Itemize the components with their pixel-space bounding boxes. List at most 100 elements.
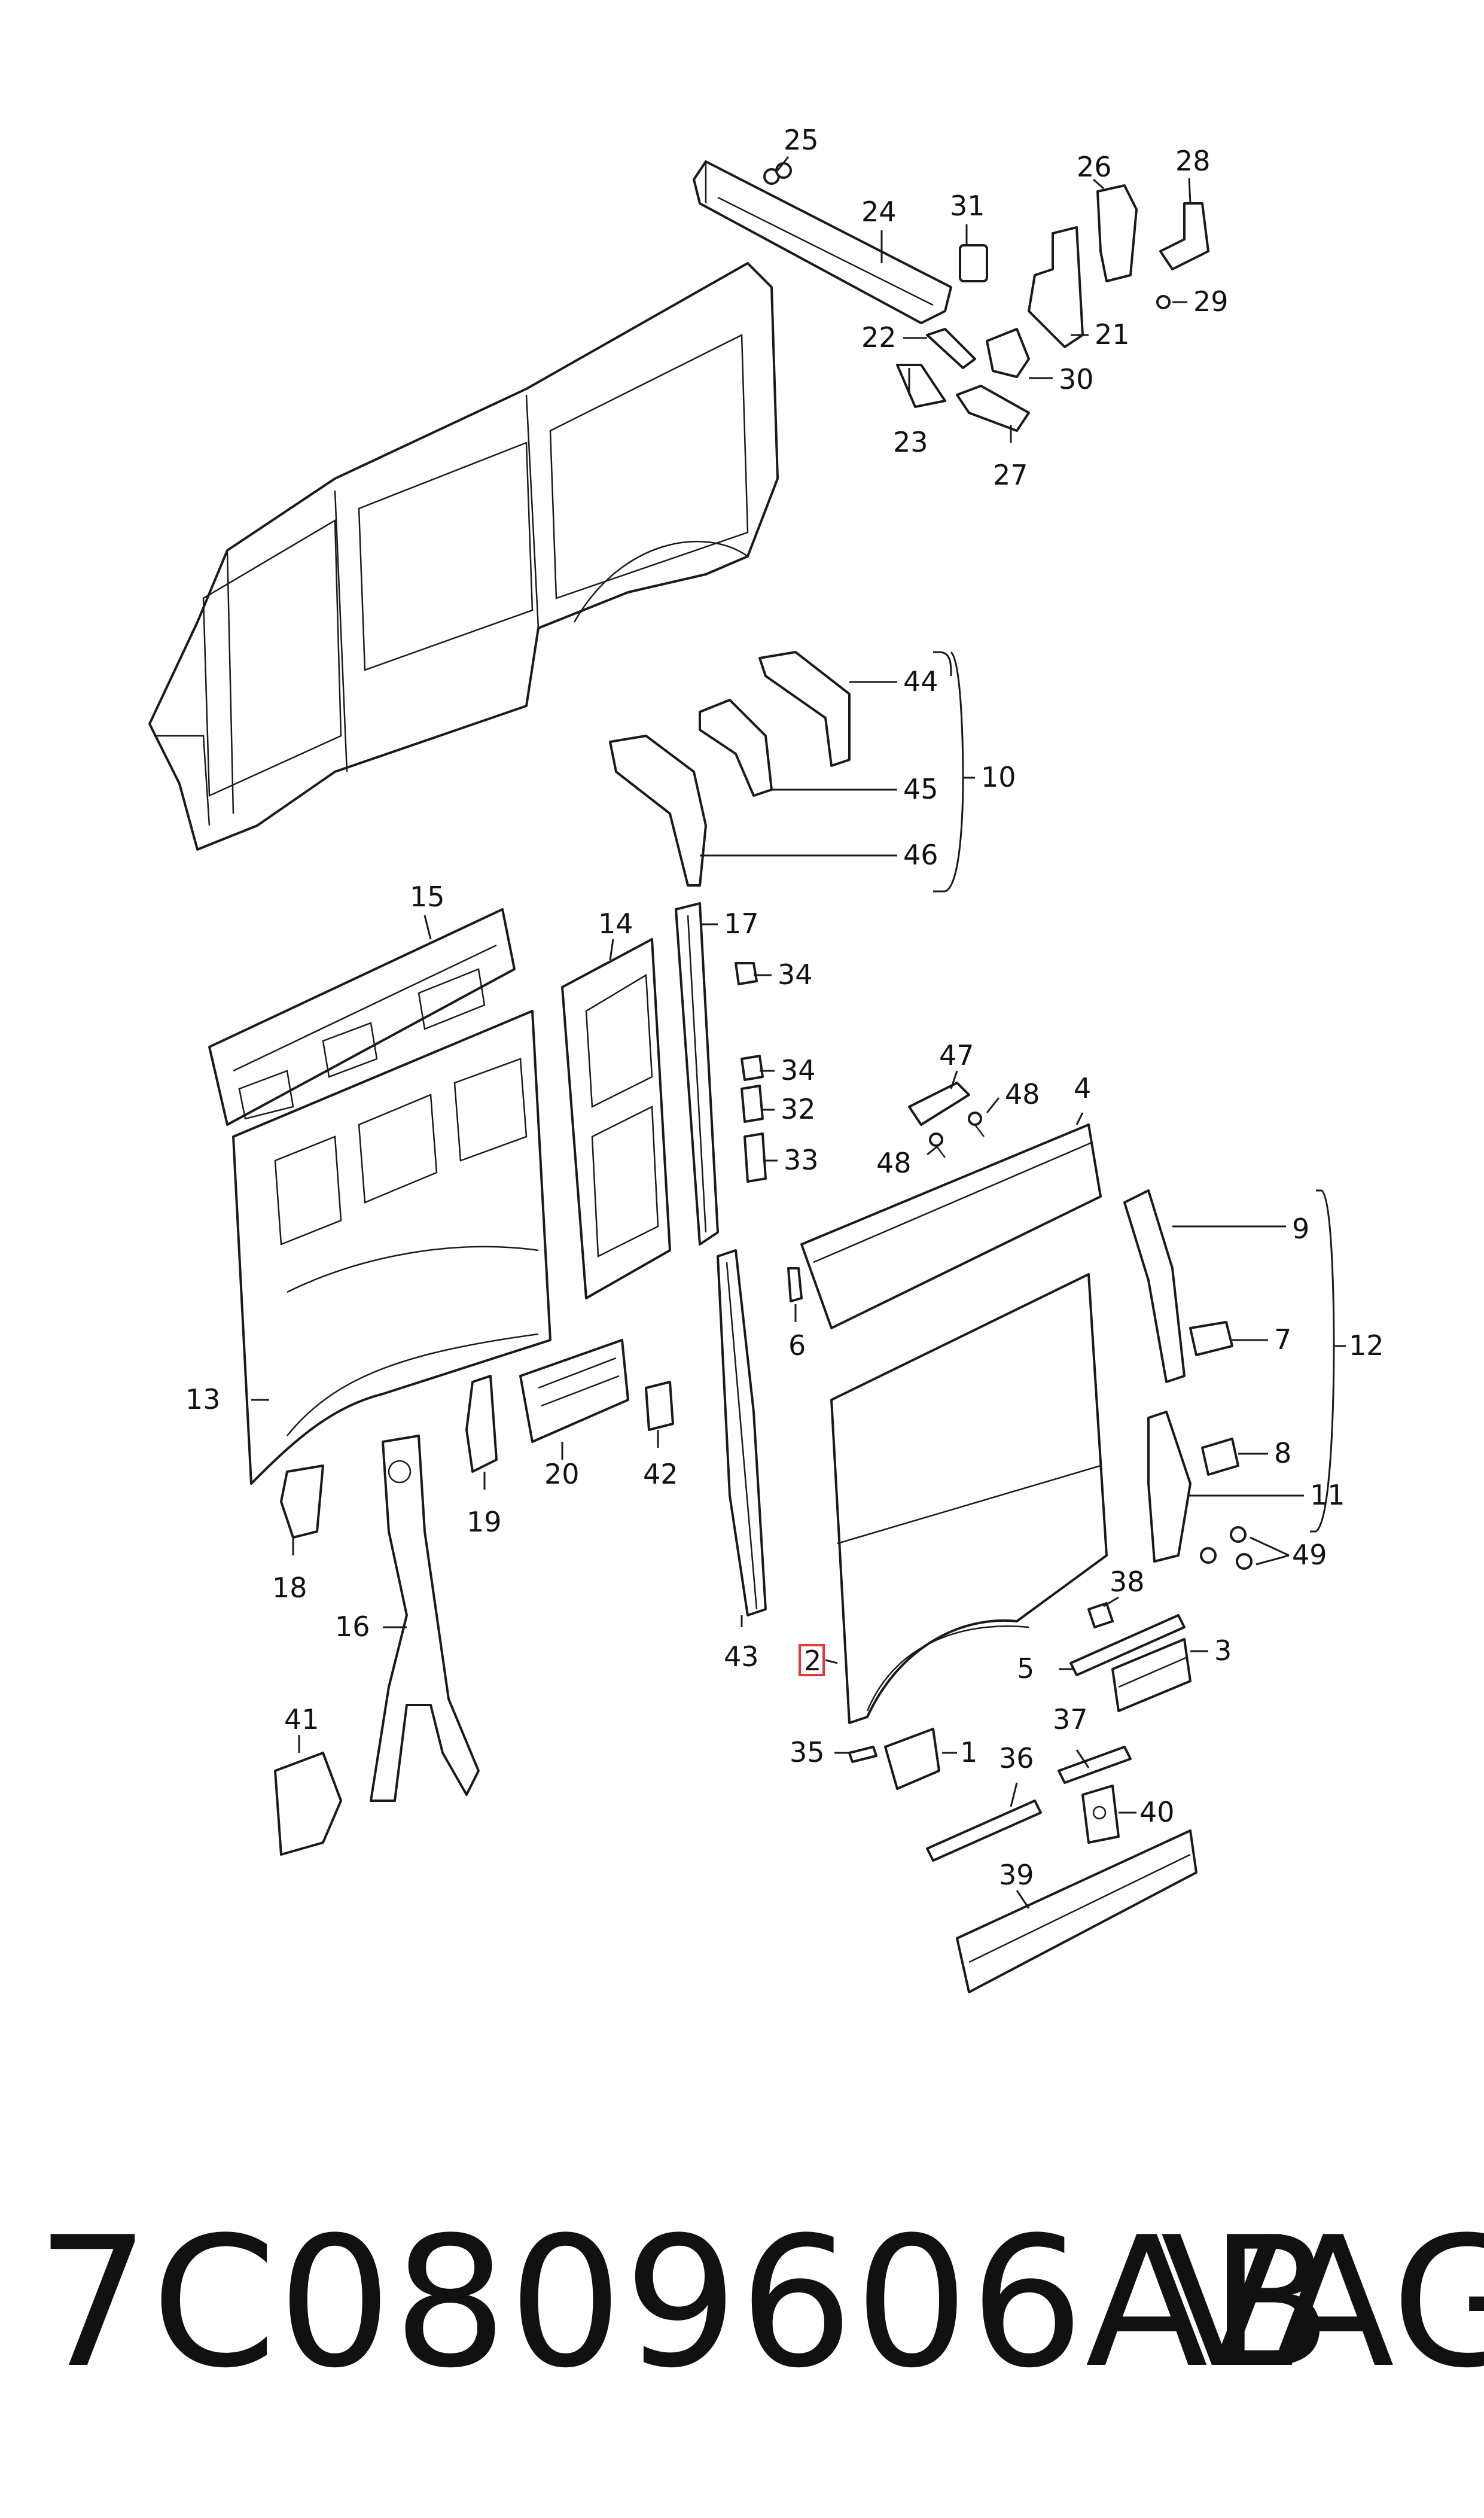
- bracket-38: [1087, 1602, 1114, 1628]
- inner-panel-13: [232, 1010, 551, 1485]
- callout-34a: 34: [778, 958, 813, 991]
- bracket-7: [1189, 1321, 1233, 1356]
- callout-43: 43: [724, 1640, 759, 1673]
- callout-34b: 34: [781, 1054, 816, 1086]
- callout-27: 27: [993, 459, 1028, 491]
- callout-21: 21: [1095, 318, 1130, 351]
- bracket-41: [274, 1752, 342, 1856]
- trim-44: [758, 651, 851, 767]
- callout-48b: 48: [876, 1147, 912, 1179]
- rail-5: [1069, 1614, 1186, 1676]
- callout-44: 44: [903, 665, 938, 698]
- callout-6: 6: [788, 1329, 806, 1362]
- bracket-28: [1159, 202, 1209, 270]
- header-panel-15: [208, 908, 516, 1126]
- callout-41: 41: [284, 1703, 319, 1735]
- support-16: [370, 1435, 480, 1802]
- bracket-26: [1096, 184, 1138, 282]
- bracket-8: [1201, 1438, 1239, 1476]
- side-panel-2: [830, 1273, 1108, 1724]
- highlight-box: [799, 1644, 825, 1676]
- part-number: 7C0809606AB: [36, 2199, 1334, 2407]
- callout-15: 15: [410, 881, 445, 913]
- callout-1: 1: [960, 1736, 977, 1768]
- callout-23: 23: [893, 426, 928, 458]
- callout-20: 20: [544, 1458, 580, 1490]
- callout-48a: 48: [1005, 1078, 1040, 1110]
- callout-30: 30: [1059, 363, 1094, 395]
- callout-2: 2: [804, 1645, 821, 1677]
- callout-32: 32: [781, 1093, 816, 1125]
- callout-47: 47: [939, 1039, 974, 1071]
- pillar-46: [609, 735, 707, 887]
- bracket-40: [1081, 1785, 1120, 1844]
- callout-5: 5: [1017, 1652, 1034, 1685]
- callout-17: 17: [724, 908, 759, 940]
- bolts-49: [1200, 1526, 1253, 1570]
- trim-45: [699, 699, 773, 797]
- callout-45: 45: [903, 773, 938, 805]
- van-side-body: [148, 262, 779, 851]
- callout-11: 11: [1310, 1479, 1345, 1511]
- bracket-42: [645, 1381, 674, 1431]
- callout-33: 33: [784, 1144, 819, 1176]
- bracket-27: [956, 385, 1030, 432]
- callout-37: 37: [1053, 1703, 1088, 1735]
- bracket-33: [743, 1132, 767, 1183]
- bolt-25: [763, 162, 792, 185]
- parts-diagram: 25 24 31 26 28 29 21 22 30 23 27 44 45 4…: [148, 124, 1384, 1993]
- vent-20: [519, 1339, 629, 1443]
- pillar-21: [1028, 226, 1084, 348]
- clip-48b: [929, 1132, 946, 1158]
- callout-42: 42: [643, 1458, 678, 1490]
- sill-39: [956, 1829, 1197, 1993]
- group-brackets: [933, 651, 1322, 1533]
- bracket-30: [986, 328, 1030, 378]
- callout-28: 28: [1175, 145, 1211, 177]
- pillar-17: [675, 902, 719, 1246]
- bracket-34b: [741, 1055, 764, 1081]
- callout-39: 39: [999, 1859, 1034, 1891]
- clip-48a: [968, 1112, 985, 1137]
- callout-9: 9: [1292, 1213, 1309, 1245]
- bracket-47: [908, 1082, 970, 1126]
- callout-8: 8: [1274, 1437, 1291, 1469]
- roof-rail-24: [693, 160, 952, 324]
- bracket-19: [465, 1375, 498, 1473]
- sill-3: [1111, 1638, 1192, 1712]
- callout-14: 14: [598, 908, 633, 940]
- bracket-22: [926, 328, 976, 369]
- callout-10: 10: [981, 761, 1016, 793]
- callout-18: 18: [272, 1572, 307, 1604]
- callout-25: 25: [784, 124, 819, 156]
- callout-12: 12: [1349, 1329, 1384, 1362]
- upper-panel-4: [800, 1123, 1102, 1329]
- callout-49: 49: [1292, 1539, 1327, 1571]
- callout-13: 13: [185, 1383, 221, 1415]
- callout-24: 24: [861, 196, 897, 228]
- rail-37: [1058, 1746, 1132, 1784]
- leader-lines: [251, 156, 1346, 1909]
- callout-26: 26: [1077, 151, 1112, 183]
- callout-4: 4: [1074, 1072, 1091, 1104]
- bracket-31: [959, 244, 988, 282]
- callout-7: 7: [1274, 1323, 1291, 1356]
- rail-36: [926, 1800, 1042, 1862]
- callout-16: 16: [335, 1610, 370, 1643]
- pillar-9: [1123, 1189, 1186, 1383]
- door-frame-14: [561, 938, 671, 1299]
- brand-label: VAG: [1160, 2199, 1484, 2407]
- callout-3: 3: [1214, 1634, 1232, 1667]
- bracket-32: [741, 1085, 764, 1123]
- callout-38: 38: [1110, 1566, 1145, 1598]
- bracket-11: [1147, 1411, 1192, 1563]
- clip-35: [848, 1746, 877, 1763]
- callout-36: 36: [999, 1742, 1034, 1774]
- bracket-1: [884, 1728, 940, 1790]
- callout-31: 31: [950, 190, 985, 222]
- callout-labels: 25 24 31 26 28 29 21 22 30 23 27 44 45 4…: [185, 124, 1384, 1891]
- callout-35: 35: [790, 1736, 825, 1768]
- pillar-43: [717, 1249, 767, 1616]
- bracket-18: [280, 1464, 324, 1539]
- callout-40: 40: [1139, 1796, 1175, 1828]
